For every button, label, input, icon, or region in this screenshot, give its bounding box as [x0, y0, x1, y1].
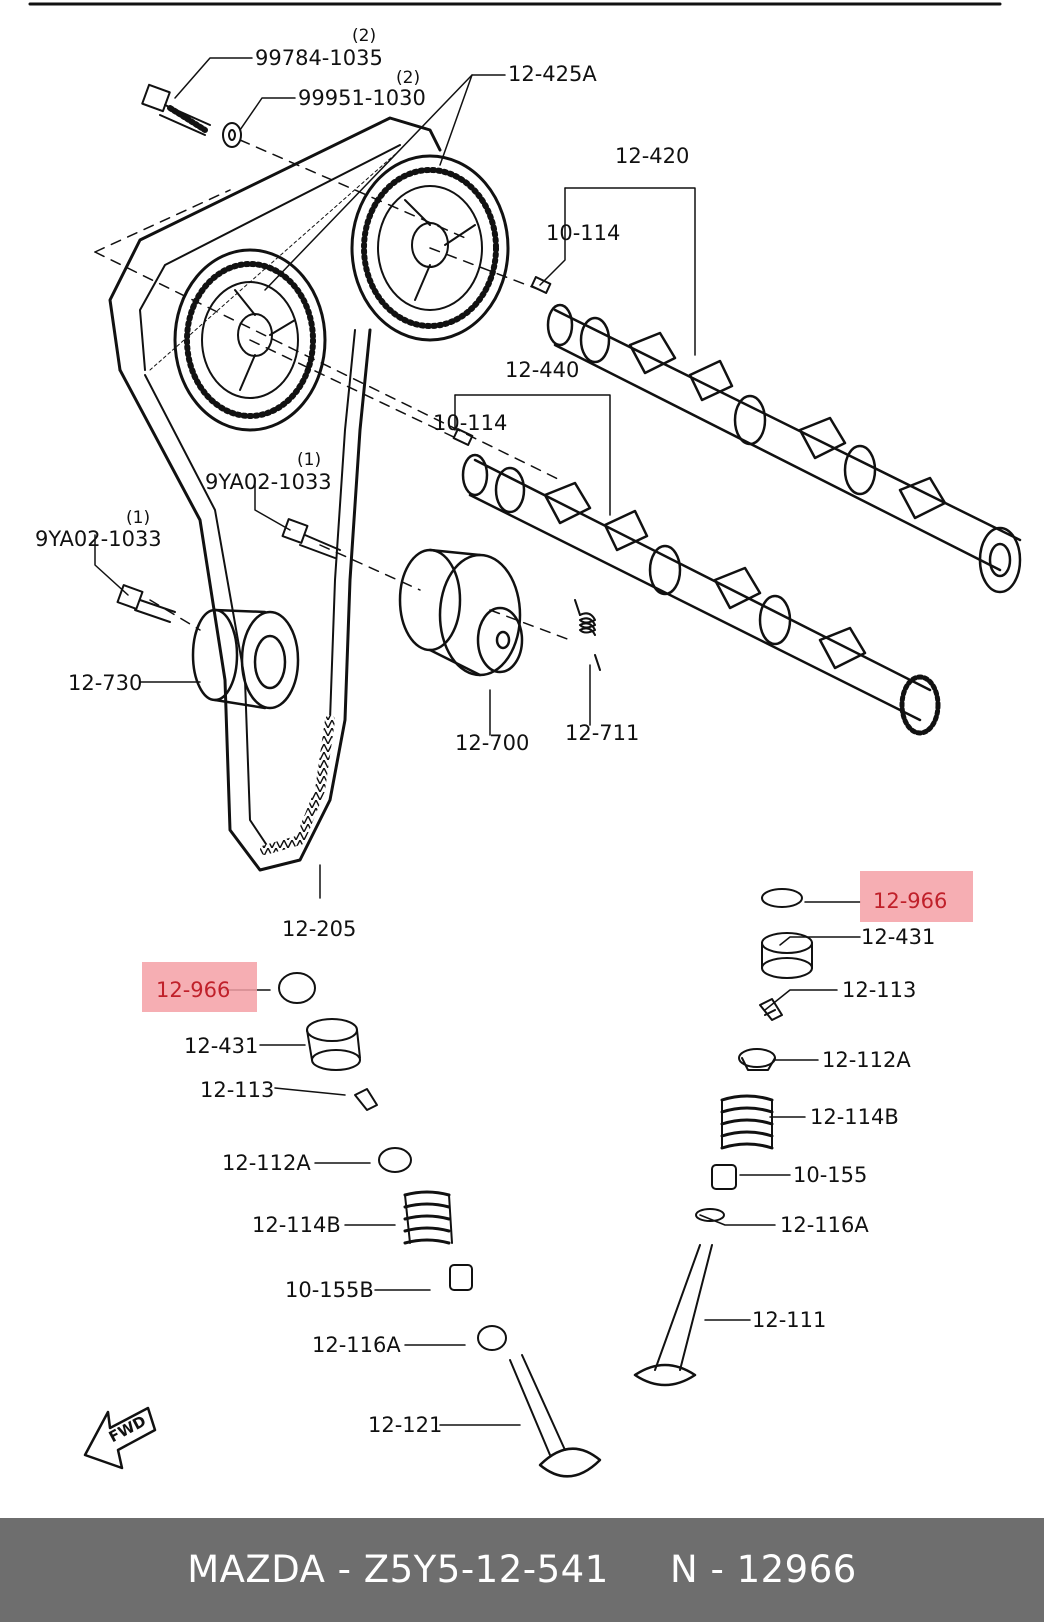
label-shim-right: 12-966	[873, 889, 948, 913]
label-vspring-right: 12-114B	[810, 1105, 899, 1129]
exploded-view	[28, 2, 1022, 1478]
label-bolt-left: 9YA02-1033	[35, 527, 162, 551]
bolt-top	[141, 83, 211, 136]
label-seal-right: 10-155	[793, 1163, 868, 1187]
highlight-shim-right	[860, 871, 973, 922]
fwd-arrow	[83, 1406, 157, 1470]
tensioner	[398, 548, 524, 677]
caption-bar: MAZDA - Z5Y5-12-541 N - 12966	[0, 1518, 1044, 1622]
valve-stack-left	[278, 972, 602, 1478]
label-bolt-mid: 9YA02-1033	[205, 470, 332, 494]
highlight-shim-left	[142, 962, 257, 1012]
cam-pulley-lower	[173, 248, 327, 432]
label-pin-b: 10-114	[433, 411, 508, 435]
label-idler: 12-730	[68, 671, 143, 695]
label-valve-right: 12-111	[752, 1308, 827, 1332]
label-seat-left: 12-116A	[312, 1333, 401, 1357]
label-washer-top: 99951-1030	[298, 86, 426, 110]
part-number-caption: MAZDA - Z5Y5-12-541 N - 12966	[187, 1548, 857, 1591]
label-belt: 12-205	[282, 917, 357, 941]
label-vspring-left: 12-114B	[252, 1213, 341, 1237]
label-bolt-top: 99784-1035	[255, 46, 383, 70]
qty-bolt-left: (1)	[126, 508, 151, 528]
leader-lines	[94, 57, 861, 1426]
label-valve-left: 12-121	[368, 1413, 443, 1437]
valve-stack-right	[633, 888, 813, 1387]
label-retainer-right: 12-112A	[822, 1048, 911, 1072]
parts-diagram: (2) 99784-1035 (2) 99951-1030 12-425A 12…	[28, 2, 1022, 1478]
label-seat-right: 12-116A	[780, 1213, 869, 1237]
label-keeper-right: 12-113	[842, 978, 917, 1002]
label-pin-a: 10-114	[546, 221, 621, 245]
qty-washer-top: (2)	[396, 68, 421, 88]
keeper-right	[759, 998, 783, 1021]
shim-right	[761, 888, 803, 908]
label-tappet-right: 12-431	[861, 925, 936, 949]
shim-left	[278, 972, 316, 1004]
qty-bolt-mid: (1)	[297, 450, 322, 470]
bolt-mid	[281, 518, 341, 559]
tensioner-spring	[574, 599, 601, 671]
timing-belt	[108, 116, 442, 872]
label-shim-left: 12-966	[156, 978, 231, 1002]
label-spring: 12-711	[565, 721, 640, 745]
cam-pulley-upper	[350, 154, 510, 342]
assembly-axis-lines	[94, 139, 571, 641]
label-pulley: 12-425A	[508, 62, 597, 86]
keeper-left	[354, 1088, 378, 1111]
label-tappet-left: 12-431	[184, 1034, 259, 1058]
label-cam-b: 12-440	[505, 358, 580, 382]
qty-bolt-top: (2)	[352, 26, 377, 46]
dowel-pin-upper	[530, 276, 552, 294]
bolt-left	[116, 584, 176, 623]
label-seal-left: 10-155B	[285, 1278, 374, 1302]
camshaft-upper	[546, 303, 1022, 594]
label-cam-a: 12-420	[615, 144, 690, 168]
label-keeper-left: 12-113	[200, 1078, 275, 1102]
idler-pulley	[191, 608, 300, 710]
label-tensioner: 12-700	[455, 731, 530, 755]
washer-top	[222, 122, 242, 148]
camshaft-lower	[461, 453, 941, 736]
label-retainer-left: 12-112A	[222, 1151, 311, 1175]
dowel-pin-lower	[452, 428, 474, 446]
